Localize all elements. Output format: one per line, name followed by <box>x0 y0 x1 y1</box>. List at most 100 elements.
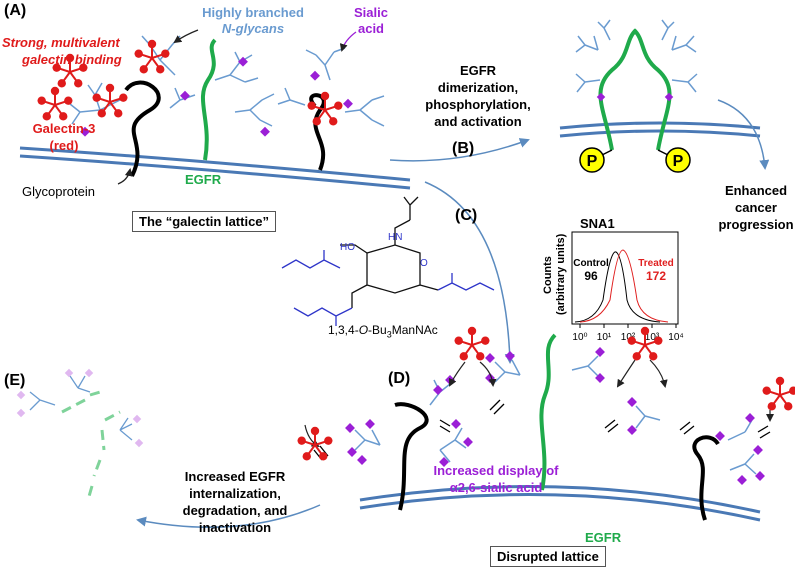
galectin-star <box>454 326 490 361</box>
butyrate-chains <box>281 250 495 326</box>
sialic-acid <box>485 353 495 363</box>
galectin-approach-arrows <box>304 359 774 448</box>
membrane-d <box>359 485 761 522</box>
sialic-acids-b <box>596 92 674 102</box>
phosphate-right <box>665 147 691 173</box>
panel-label-a: (A) <box>4 2 27 19</box>
phosphate-left <box>579 147 605 173</box>
activation-line-1: EGFR <box>459 63 497 78</box>
sialic-acid <box>505 351 515 361</box>
arrow-b-to-outcome <box>717 99 770 170</box>
sialic-callout-arrow <box>339 31 357 52</box>
xtick-label: 10⁰ <box>572 332 587 343</box>
arrow-a-to-d <box>424 181 515 364</box>
xtick-label: 10¹ <box>597 332 612 343</box>
sialic-line-1: Sialic <box>354 5 388 20</box>
compound-post: ManNAc <box>391 323 438 337</box>
internalization-line-3: degradation, and <box>182 503 288 518</box>
compound-italic: O <box>358 323 369 337</box>
galectin-star <box>37 86 73 121</box>
sialic-acid <box>745 413 755 423</box>
histogram-title: SNA1 <box>580 216 615 231</box>
glycans-a <box>69 35 385 127</box>
histogram-frame <box>571 231 679 325</box>
activation-label: EGFR dimerization, phosphorylation, and … <box>418 62 538 130</box>
multivalent-line-2: galectin binding <box>22 52 122 67</box>
sialic-acid <box>595 347 605 357</box>
multivalent-line-1: Strong, multivalent <box>2 35 120 50</box>
ylabel-line-1: Counts <box>542 256 554 294</box>
sialic-acid <box>753 445 763 455</box>
histogram-ylabel: Counts (arbitrary units) <box>542 234 568 315</box>
phosphate-right-label: P <box>673 153 684 170</box>
outcome-label: Enhanced cancer progression <box>718 182 794 233</box>
glycan-callout-arrow <box>173 29 199 44</box>
activation-line-4: and activation <box>434 114 522 129</box>
galectin-star <box>134 39 170 74</box>
compound-mid: -Bu <box>368 323 387 337</box>
treated-value: 172 <box>645 269 667 283</box>
internalization-line-2: internalization, <box>189 486 281 501</box>
compound-label: 1,3,4-O-Bu3ManNAc <box>328 323 438 339</box>
panel-label-e: (E) <box>4 372 26 389</box>
compound-sub: 3 <box>386 329 392 340</box>
egfr-dimer-right <box>632 28 672 151</box>
multivalent-label: Strong, multivalent galectin binding <box>2 34 122 68</box>
sialic-acid <box>439 457 449 467</box>
panel-label-c: (C) <box>455 207 478 224</box>
sialic-acid <box>345 423 355 433</box>
membrane-b <box>559 121 761 138</box>
galectin-star <box>297 426 333 461</box>
glycans-d <box>354 355 757 475</box>
egfr-dimer-left <box>598 28 638 151</box>
phosphate-left-label: P <box>587 153 598 170</box>
glycans-line-2: N-glycans <box>198 21 308 37</box>
atom-ring-o: O <box>420 258 428 269</box>
glycans-line-1: Highly branched <box>202 5 304 20</box>
sialic-acids-e <box>16 368 144 448</box>
control-curve <box>574 251 661 323</box>
display-line-1: Increased display of <box>433 463 559 478</box>
arrow-a-to-b <box>389 138 530 162</box>
xtick-label: 10⁴ <box>668 332 683 343</box>
egfr-chain-d <box>539 333 557 491</box>
egfr-label-d: EGFR <box>585 530 622 545</box>
display-label: Increased display of α2,6-sialic acid <box>422 462 570 496</box>
display-line-2: α2,6-sialic acid <box>449 480 543 495</box>
galectin-star <box>762 376 795 411</box>
atom-ho: HO <box>340 242 355 253</box>
galectin-line-1: Galectin-3 <box>32 121 96 136</box>
panel-label-b: (B) <box>452 140 475 157</box>
control-label: Control <box>573 258 609 269</box>
treated-label-block: Treated 172 <box>634 257 678 283</box>
galectin-star <box>307 91 343 126</box>
glycoprotein-callout-arrow <box>117 168 133 185</box>
atom-hn: HN <box>388 232 402 243</box>
glycans-b <box>575 19 698 93</box>
sialic-acid <box>715 431 725 441</box>
glycans-e <box>29 375 133 441</box>
xtick-label: 10² <box>621 332 636 343</box>
sialic-acid <box>627 397 637 407</box>
galectin-line-2: (red) <box>49 138 79 153</box>
glycoprotein-label: Glycoprotein <box>22 184 95 199</box>
sialic-acid <box>755 471 765 481</box>
outcome-line-1: Enhanced <box>724 183 788 198</box>
sialic-acid <box>445 375 455 385</box>
sialic-acids-d <box>345 347 765 485</box>
sialic-acid <box>595 373 605 383</box>
treated-label: Treated <box>638 258 674 269</box>
glycoprotein-chain <box>124 80 161 177</box>
bu3mannac-structure <box>340 196 439 308</box>
sialic-acid <box>347 447 357 457</box>
internalization-line-4: inactivation <box>198 520 272 535</box>
glycoprotein-chain-right <box>309 93 326 171</box>
galectin-stars-a <box>37 39 343 126</box>
sialic-acid <box>737 475 747 485</box>
blocked-binding-marks <box>313 399 771 461</box>
galectin-star <box>627 326 663 361</box>
compound-pre: 1,3,4- <box>328 323 359 337</box>
outcome-line-2: cancer <box>735 200 777 215</box>
